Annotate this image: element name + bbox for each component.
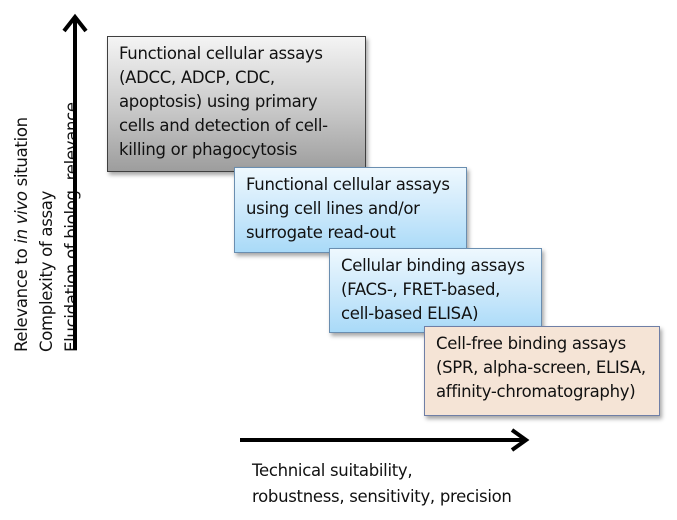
box-text-line: Functional cellular assays [119,44,323,63]
box-text-line: cell-based ELISA) [341,304,479,323]
box-text-line: (SPR, alpha-screen, ELISA, [436,358,646,377]
box-text-line: apoptosis) using primary [119,92,318,111]
box-cellular-binding-assays: Cellular binding assays (FACS-, FRET-bas… [329,248,542,333]
horizontal-arrow-icon [240,428,530,452]
vertical-arrow-icon [62,13,88,350]
box-text-line: Functional cellular assays [246,175,450,194]
box-primary-cell-functional-assays: Functional cellular assays (ADCC, ADCP, … [107,36,366,172]
box-text-line: Cellular binding assays [341,256,525,275]
box-text-line: Cell-free binding assays [436,334,626,353]
box-text-line: affinity-chromatography) [436,382,636,401]
x-axis-label-line: robustness, sensitivity, precision [252,487,512,506]
box-cell-line-functional-assays: Functional cellular assays using cell li… [234,167,467,253]
box-text-line: (ADCC, ADCP, CDC, [119,68,275,87]
box-text-line: killing or phagocytosis [119,140,298,159]
x-axis-label: Technical suitability, robustness, sensi… [252,458,512,510]
box-cell-free-binding-assays: Cell-free binding assays (SPR, alpha-scr… [424,326,660,416]
box-text-line: cells and detection of cell- [119,116,328,135]
box-text-line: surrogate read-out [246,223,396,242]
box-text-line: (FACS-, FRET-based, [341,280,501,299]
x-axis-label-line: Technical suitability, [252,461,413,480]
box-text-line: using cell lines and/or [246,199,420,218]
